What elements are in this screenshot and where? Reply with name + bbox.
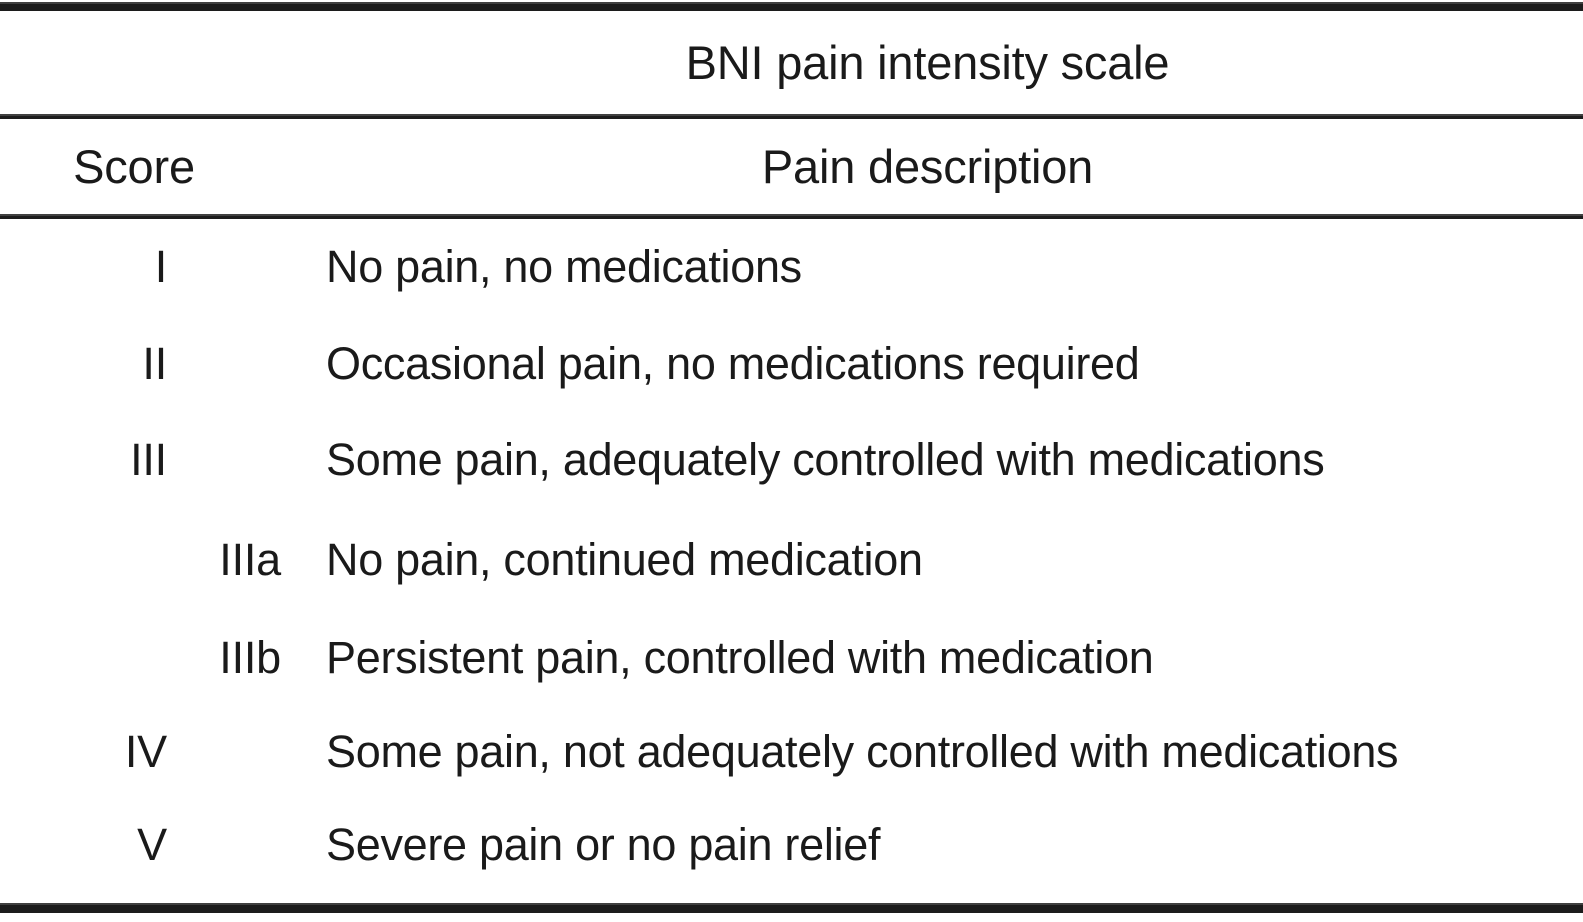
row-score-value: V <box>137 819 167 870</box>
table-row: IIIb Persistent pain, controlled with me… <box>0 624 1583 692</box>
row-description-value: Occasional pain, no medications required <box>326 338 1140 389</box>
table-title-band: BNI pain intensity scale <box>0 11 1583 114</box>
table-title: BNI pain intensity scale <box>685 36 1170 89</box>
row-description-value: No pain, no medications <box>326 241 802 292</box>
table-row: III Some pain, adequately controlled wit… <box>0 426 1583 494</box>
table-row: IIIa No pain, continued medication <box>0 526 1583 594</box>
table-bottom-rule <box>0 903 1583 913</box>
row-score-value: IIIb <box>219 632 281 683</box>
table-title-rule <box>0 114 1583 119</box>
table-header-rule <box>0 214 1583 219</box>
row-description-value: Some pain, adequately controlled with me… <box>326 434 1325 485</box>
row-score-value: II <box>142 338 167 389</box>
table-header-band: Score Pain description <box>0 119 1583 214</box>
row-score-value: IIIa <box>219 534 281 585</box>
column-header-score: Score <box>73 140 195 193</box>
table-row: II Occasional pain, no medications requi… <box>0 330 1583 398</box>
table-row: V Severe pain or no pain relief <box>0 811 1583 879</box>
table-top-rule <box>0 2 1583 11</box>
row-score-value: IV <box>124 726 167 777</box>
row-description-value: Severe pain or no pain relief <box>326 819 881 870</box>
row-score-value: I <box>154 241 168 292</box>
table-row: I No pain, no medications <box>0 233 1583 301</box>
row-description-value: No pain, continued medication <box>326 534 923 585</box>
column-header-pain-description: Pain description <box>761 140 1094 193</box>
table-body: I No pain, no medications II Occasional … <box>0 219 1583 903</box>
row-score-value: III <box>130 434 167 485</box>
row-description-value: Some pain, not adequately controlled wit… <box>326 726 1399 777</box>
table-row: IV Some pain, not adequately controlled … <box>0 718 1583 786</box>
row-description-value: Persistent pain, controlled with medicat… <box>326 632 1154 683</box>
